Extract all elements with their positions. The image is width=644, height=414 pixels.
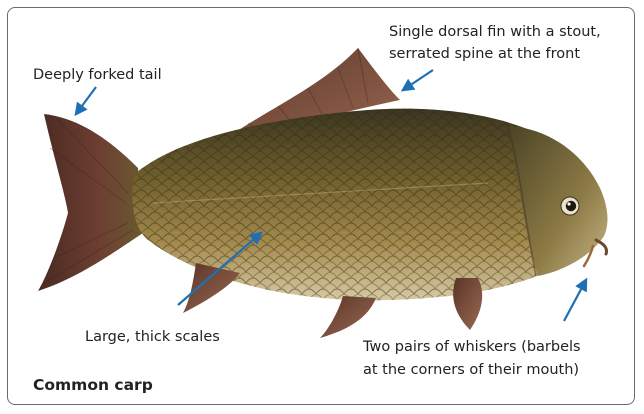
pelvic-fin [320, 296, 376, 338]
arrow-icon [564, 280, 586, 321]
diagram-title: Common carp [33, 376, 153, 394]
diagram-frame: Deeply forked tail Single dorsal fin wit… [7, 7, 635, 405]
dorsal-fin-label-line1: Single dorsal fin with a stout, [389, 21, 601, 43]
tail-fin [38, 114, 143, 291]
arrow-icon [403, 70, 433, 90]
arrow-icon [76, 87, 96, 114]
scales-label: Large, thick scales [85, 326, 220, 348]
tail-label: Deeply forked tail [33, 64, 162, 86]
barbels-label-line1: Two pairs of whiskers (barbels [363, 336, 581, 358]
dorsal-fin-label-line2: serrated spine at the front [389, 43, 580, 65]
pectoral-fin [453, 278, 482, 330]
barbels-label-line2: at the corners of their mouth) [363, 359, 579, 381]
